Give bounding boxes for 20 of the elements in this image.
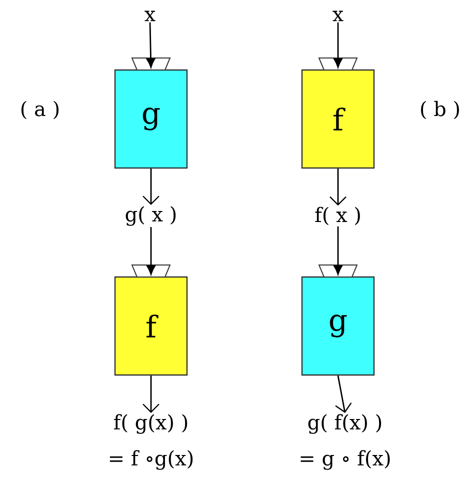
expression-text: x	[144, 10, 156, 22]
expression-text: f( x )	[315, 206, 360, 226]
panel-label: ( a )	[21, 100, 59, 120]
function-box: g	[301, 264, 375, 376]
arrow	[330, 168, 346, 206]
arrow	[142, 376, 160, 413]
expression-text: g( x )	[126, 206, 176, 226]
arrow	[334, 226, 342, 275]
panel-label: ( b )	[421, 100, 459, 120]
expression-text: g( f(x) ) = g ∘ f(x)	[300, 414, 390, 470]
arrow	[335, 375, 352, 413]
expression-text: x	[332, 10, 344, 22]
arrow	[142, 168, 160, 205]
arrow	[334, 22, 342, 68]
function-box: f	[114, 264, 188, 376]
expression-text: f( g(x) ) = f ∘g(x)	[110, 414, 193, 470]
arrow	[146, 227, 156, 275]
function-box: f	[301, 58, 375, 169]
arrow	[146, 22, 156, 68]
function-box: g	[114, 58, 188, 169]
